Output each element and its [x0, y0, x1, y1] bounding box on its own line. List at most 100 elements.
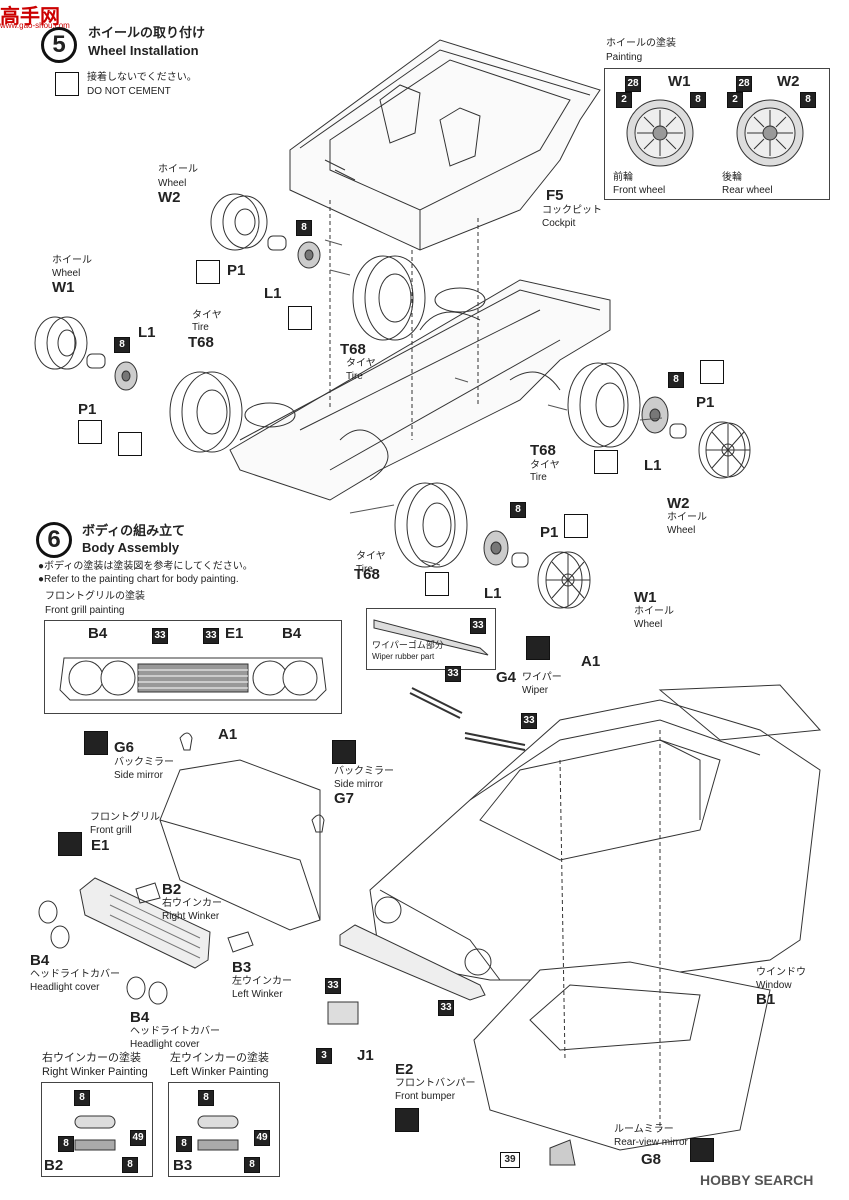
cement-icon-g4 [526, 636, 550, 660]
car-body-right [327, 619, 822, 1166]
grill-painting-box [44, 620, 342, 714]
rw-color-8-b: 8 [58, 1136, 74, 1152]
lw-color-49: 49 [254, 1130, 270, 1146]
t68-lower-jp: タイヤ [356, 551, 386, 562]
w2-painting-label: W2 [777, 73, 800, 90]
t68-mid-jp: タイヤ [346, 358, 376, 369]
wiper-detail-jp: ワイパーゴム部分 [372, 640, 444, 650]
step-5-number: 5 [41, 27, 77, 63]
no-cement-icon-lower [564, 514, 588, 538]
do-not-cement-en: DO NOT CEMENT [87, 86, 171, 97]
watermark-logo: 高手网 [0, 6, 60, 28]
e2-en: Front bumper [395, 1091, 456, 1102]
g4-en: Wiper [522, 685, 549, 696]
f5-jp: コックピット [542, 205, 602, 216]
painting-wheels [626, 99, 804, 167]
do-not-cement-jp: 接着しないでください。 [87, 72, 197, 83]
j1-part: J1 [357, 1047, 374, 1064]
grill-b4-left: B4 [88, 625, 108, 642]
t68-mid-en: Tire [346, 371, 363, 382]
w2-right-jp: ホイール [667, 512, 707, 523]
wheel-lower [394, 482, 591, 609]
e1-en: Front grill [90, 825, 132, 836]
wheel-painting-box [604, 68, 830, 200]
lw-color-8-c: 8 [244, 1157, 260, 1173]
e1-part: E1 [91, 837, 110, 854]
right-winker-title-en: Right Winker Painting [42, 1066, 148, 1078]
color-28-front: 28 [625, 76, 641, 92]
color-2-rear: 2 [727, 92, 743, 108]
e2-jp: フロントバンパー [395, 1078, 476, 1089]
g7-en: Side mirror [334, 779, 383, 790]
cement-icon-g8 [690, 1138, 714, 1162]
left-winker-title-en: Left Winker Painting [170, 1066, 269, 1078]
front-wheel-en: Front wheel [613, 185, 666, 196]
wheel-left-W1 [34, 316, 243, 453]
color-28-rear: 28 [736, 76, 752, 92]
b2-part: B2 [162, 881, 182, 898]
g6-part: G6 [114, 739, 135, 756]
no-cement-icon-left [78, 420, 102, 444]
wiper-detail-en: Wiper rubber part [372, 652, 435, 661]
assembly-guides [329, 200, 661, 1130]
b3-en: Left Winker [232, 989, 283, 1000]
no-cement-icon-top-2 [288, 306, 312, 330]
cement-icon-e1 [58, 832, 82, 856]
cockpit-drawing [289, 39, 601, 251]
rear-wheel-en: Rear wheel [722, 185, 773, 196]
b2-jp: 右ウインカー [162, 898, 222, 909]
b1-part: B1 [756, 991, 776, 1008]
w2-top-jp: ホイール [158, 164, 198, 175]
w2-right-part: W2 [667, 495, 690, 512]
cement-icon-e2 [395, 1108, 419, 1132]
tire-top-T68 [352, 255, 426, 341]
b4-b-jp: ヘッドライトカバー [130, 1026, 220, 1037]
f5-part: F5 [546, 187, 564, 204]
a1-left: A1 [218, 726, 238, 743]
w1-lower-jp: ホイール [634, 606, 674, 617]
color-8-lower: 8 [510, 502, 526, 518]
rw-color-8-a: 8 [74, 1090, 90, 1106]
step-6-number: 6 [36, 522, 72, 558]
step-5-title-jp: ホイールの取り付け [88, 25, 206, 40]
no-cement-icon-left-2 [118, 432, 142, 456]
g6-jp: バックミラー [114, 757, 174, 768]
f5-en: Cockpit [542, 218, 576, 229]
t68-left-part: T68 [188, 334, 214, 351]
w2-top-en: Wheel [158, 178, 187, 189]
step-6-note-en: ●Refer to the painting chart for body pa… [38, 574, 239, 585]
left-winker-title-jp: 左ウインカーの塗装 [170, 1052, 269, 1064]
no-cement-icon-right [700, 360, 724, 384]
right-winker-box [41, 1082, 153, 1177]
t68-mid-part: T68 [340, 341, 366, 358]
watermark-url: www.gao-shou.com [0, 21, 70, 30]
b3-part: B3 [232, 959, 252, 976]
chassis-drawing [229, 279, 611, 501]
p1-right: P1 [696, 394, 715, 411]
wiper-detail-box [366, 608, 496, 670]
w1-left-part: W1 [52, 279, 75, 296]
rear-wheel-jp: 後輪 [722, 172, 742, 183]
step-6-title-en: Body Assembly [82, 540, 180, 555]
cement-icon-g6 [84, 731, 108, 755]
t68-lower-part: T68 [354, 566, 380, 583]
g4-part: G4 [496, 669, 517, 686]
g8-part: G8 [641, 1151, 662, 1168]
w2-right-en: Wheel [667, 525, 696, 536]
wheel-painting-title-en: Painting [606, 52, 643, 63]
grill-e1: E1 [225, 625, 244, 642]
p1-lower: P1 [540, 524, 559, 541]
lw-color-8-b: 8 [176, 1136, 192, 1152]
l1-right: L1 [644, 457, 662, 474]
w1-painting-label: W1 [668, 73, 691, 90]
e2-part: E2 [395, 1061, 414, 1078]
winker-painting-drawings [74, 1115, 239, 1151]
step-5-title-en: Wheel Installation [88, 43, 199, 58]
color-8-right: 8 [668, 372, 684, 388]
w1-lower-en: Wheel [634, 619, 663, 630]
g4-color-33-b: 33 [521, 713, 537, 729]
color-8-top: 8 [296, 220, 312, 236]
right-winker-title-jp: 右ウインカーの塗装 [42, 1052, 141, 1064]
g6-en: Side mirror [114, 770, 163, 781]
